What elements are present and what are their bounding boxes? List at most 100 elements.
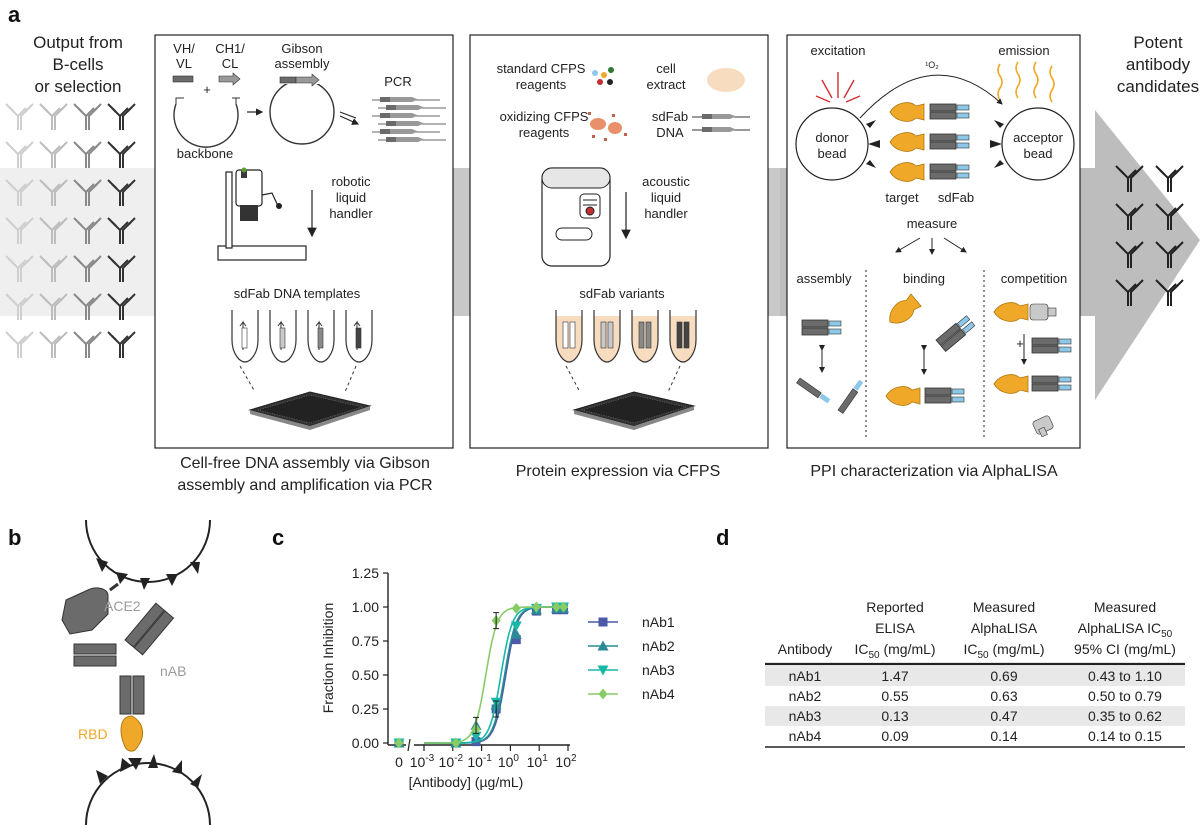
cell-extract-blob — [707, 68, 745, 92]
label-acoustic-handler: handler — [644, 206, 688, 221]
competition-plus: + — [1016, 336, 1024, 351]
label-pcr: PCR — [384, 74, 411, 89]
y-tick-label: 0.25 — [352, 701, 379, 717]
label-competition: competition — [1001, 271, 1067, 286]
table-cell: 0.50 to 0.79 — [1088, 688, 1162, 704]
table-row-bg — [765, 666, 1185, 686]
dash-right-1 — [344, 365, 357, 393]
panel-b-illustration: ACE2 nAB RBD — [61, 519, 211, 825]
table-header: 95% CI (mg/mL) — [1074, 641, 1176, 657]
legend-marker — [597, 640, 609, 651]
dash-right-2 — [667, 365, 681, 393]
label-sdfab-dna: DNA — [656, 125, 684, 140]
table-header: ELISA — [875, 620, 915, 636]
antibody-icon — [1155, 165, 1184, 193]
label-ace2: ACE2 — [104, 598, 141, 614]
binding-illustration — [883, 292, 976, 406]
y-tick-label: 0.00 — [352, 735, 379, 751]
label-measure: measure — [907, 216, 958, 231]
variant-tube — [555, 309, 583, 363]
arrow-to-pcr — [339, 111, 358, 124]
donor-bead-spikes — [866, 120, 880, 168]
table-row-bg — [765, 706, 1185, 726]
backbone-ends — [175, 97, 240, 104]
label-emission: emission — [998, 43, 1049, 58]
antibody-icon — [39, 103, 68, 131]
table-header: Antibody — [778, 641, 832, 657]
label-gibson-2: assembly — [275, 56, 330, 71]
x-tick-label: 10-2 — [439, 753, 464, 770]
antibody-icon — [73, 141, 102, 169]
output-line2: antibody — [1126, 55, 1191, 74]
top-bead — [85, 519, 211, 583]
series-nAb2 — [393, 602, 570, 748]
legend-label: nAb4 — [642, 686, 675, 702]
label-nab: nAB — [160, 663, 186, 679]
table-cell: 0.35 to 0.62 — [1088, 708, 1162, 724]
table-cell: 0.14 to 0.15 — [1088, 728, 1162, 744]
bottom-bead-spikes — [96, 754, 202, 788]
x-tick-label: 10-3 — [410, 753, 435, 770]
data-point — [470, 731, 482, 742]
panel-letter-b: b — [8, 525, 21, 550]
input-line3: or selection — [35, 77, 122, 96]
label-acceptor: acceptor — [1013, 130, 1064, 145]
y-axis-label: Fraction Inhibition — [320, 603, 336, 714]
emission-waves — [997, 61, 1055, 103]
label-ch1cl-2: CL — [222, 56, 239, 71]
sdfab-variant-tubes — [555, 309, 697, 363]
table-header: IC50 (mg/mL) — [854, 641, 935, 661]
table-cell: 1.47 — [881, 668, 908, 684]
caption-dna-assembly-2: assembly and amplification via PCR — [177, 477, 432, 494]
table-header: AlphaLISA IC50 — [1078, 620, 1173, 640]
label-standard-cfps: standard CFPS — [497, 61, 586, 76]
data-point — [510, 628, 522, 639]
y-tick-label: 0.75 — [352, 633, 379, 649]
legend-marker — [598, 617, 608, 627]
rbd-shape — [120, 715, 143, 752]
caption-dna-assembly: Cell-free DNA assembly via Gibson — [180, 455, 430, 472]
dna-template-tubes — [231, 309, 373, 363]
nab-fc-2 — [132, 675, 145, 715]
label-dna-templates: sdFab DNA templates — [234, 286, 361, 301]
error-bar — [473, 716, 480, 734]
table-cell: nAb4 — [789, 728, 822, 744]
nab-fab-left-2 — [73, 655, 117, 667]
cfps-reagent-dots — [592, 67, 614, 85]
label-sdfab-variants: sdFab variants — [579, 286, 665, 301]
nab-fab-left — [73, 643, 117, 655]
label-robotic: robotic — [331, 174, 371, 189]
table-header: Measured — [1094, 599, 1156, 615]
antibody-icon — [5, 331, 34, 359]
table-header: AlphaLISA — [971, 620, 1038, 636]
x-tick-zero: 0 — [395, 754, 403, 770]
table-header: IC50 (mg/mL) — [963, 641, 1044, 661]
x-tick-label: 102 — [555, 753, 577, 770]
antibody-icon — [73, 331, 102, 359]
top-bead-spikes — [96, 558, 200, 590]
axis-break — [407, 738, 411, 752]
label-gibson: Gibson — [281, 41, 322, 56]
table-cell: 0.09 — [881, 728, 908, 744]
box-cfps — [469, 34, 769, 449]
nab-fab-arm — [124, 602, 175, 656]
label-ch1cl: CH1/ — [215, 41, 245, 56]
antibody-icon — [5, 141, 34, 169]
arrow-measure-left — [895, 237, 921, 253]
label-oxidizing-cfps: oxidizing CFPS — [500, 109, 589, 124]
label-acceptor-bead: bead — [1024, 146, 1053, 161]
zero-point — [394, 737, 404, 749]
y-tick-label: 0.50 — [352, 667, 379, 683]
caption-alphalisa: PPI characterization via AlphaLISA — [810, 463, 1058, 480]
variant-tube — [631, 309, 659, 363]
panel-letter-a: a — [8, 2, 21, 27]
antibody-icon — [107, 141, 136, 169]
legend-marker — [598, 688, 608, 700]
plus-sign: + — [203, 82, 211, 97]
antibody-icon — [107, 331, 136, 359]
label-acoustic: acoustic — [642, 174, 690, 189]
label-cell: cell — [656, 61, 676, 76]
label-liquid: liquid — [336, 190, 366, 205]
panel-letter-d: d — [716, 525, 729, 550]
